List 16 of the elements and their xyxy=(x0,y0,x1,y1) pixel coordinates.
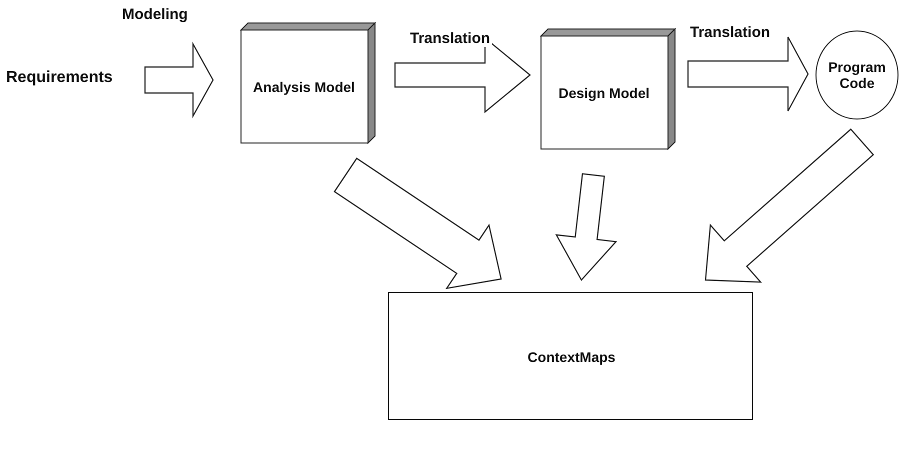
block-arrow xyxy=(144,42,214,118)
block-arrow xyxy=(687,36,809,112)
node-label: Requirements xyxy=(6,69,113,87)
model-box xyxy=(240,22,376,144)
block-arrow xyxy=(555,173,618,282)
node-label: Design Model xyxy=(558,85,650,101)
model-box xyxy=(540,28,676,150)
edge-label: Modeling xyxy=(120,6,190,23)
node-label: Program Code xyxy=(827,59,887,91)
block-arrow xyxy=(704,128,874,283)
block-arrow xyxy=(334,158,502,290)
code-circle xyxy=(815,30,899,120)
edge-label: Translation xyxy=(408,30,492,47)
node-label: ContextMaps xyxy=(528,349,616,365)
node-label: Analysis Model xyxy=(253,79,355,95)
context-box xyxy=(388,292,753,420)
